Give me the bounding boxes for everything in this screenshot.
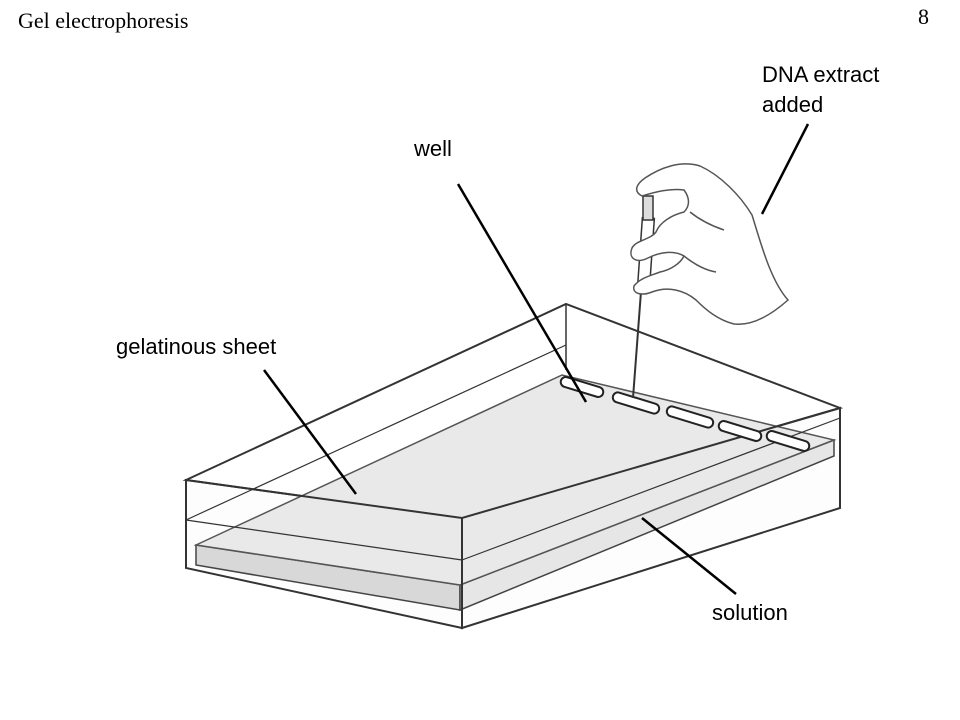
- solution-level-line-front: [185, 519, 463, 561]
- pipette: [632, 195, 656, 399]
- label-solution: solution: [712, 600, 788, 625]
- gelatinous-sheet: [193, 374, 837, 586]
- well-3: [665, 405, 715, 429]
- label-dna-extract-line2: added: [762, 92, 824, 117]
- page-number: 8: [918, 4, 929, 29]
- solution-level-line-left: [185, 344, 567, 521]
- wells: [559, 376, 811, 452]
- leader-line-dna-extract: [760, 123, 810, 215]
- label-gelatinous-sheet: gelatinous sheet: [116, 334, 277, 359]
- hand-icon: [630, 163, 790, 325]
- slide-title: Gel electrophoresis: [18, 8, 189, 33]
- leader-line-gelatinous-sheet: [262, 369, 358, 495]
- well-5: [765, 430, 811, 452]
- label-dna-extract: DNA extract added: [762, 60, 879, 120]
- label-dna-extract-line1: DNA extract: [762, 62, 880, 87]
- leader-line-well: [456, 183, 588, 403]
- leader-line-solution: [641, 517, 737, 595]
- well-4: [717, 420, 763, 442]
- label-well: well: [414, 136, 452, 161]
- well-2: [611, 391, 661, 415]
